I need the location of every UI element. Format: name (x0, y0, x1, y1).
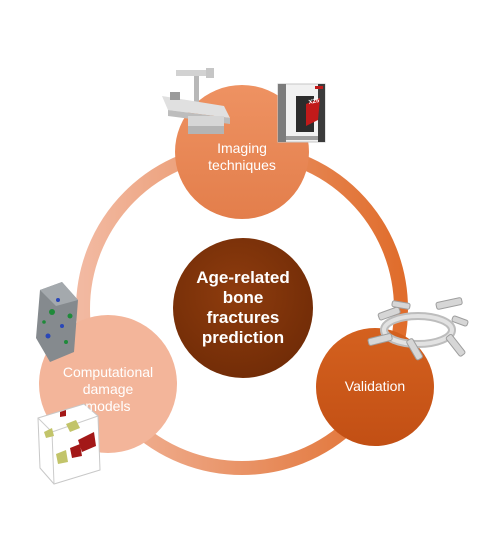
validation-node (316, 328, 434, 446)
imaging-table-illustration (162, 68, 230, 134)
imaging-label-line: Imaging (217, 140, 267, 156)
center-label-line: Age-related (196, 268, 290, 287)
bone-microct-illustration (36, 282, 78, 362)
imaging-label-line: techniques (208, 157, 276, 173)
bone-samples-illustration (367, 297, 469, 361)
validation-label-line: Validation (344, 378, 406, 394)
center-circle (173, 238, 313, 378)
validation-label: Validation (325, 378, 425, 395)
imaging-label: Imaging techniques (187, 140, 297, 174)
damage-model-illustration (37, 403, 101, 485)
computational-label-line: damage (82, 381, 134, 397)
computational-label: Computational damage models (48, 364, 168, 415)
center-label: Age-related bone fractures prediction (173, 268, 313, 348)
center-label-line: prediction (201, 328, 285, 347)
computational-label-line: Computational (62, 364, 154, 380)
center-label-line: fractures (206, 308, 280, 327)
center-label-line: bone (222, 288, 264, 307)
ct-scanner-illustration (277, 83, 326, 143)
computational-label-line: models (85, 398, 131, 414)
